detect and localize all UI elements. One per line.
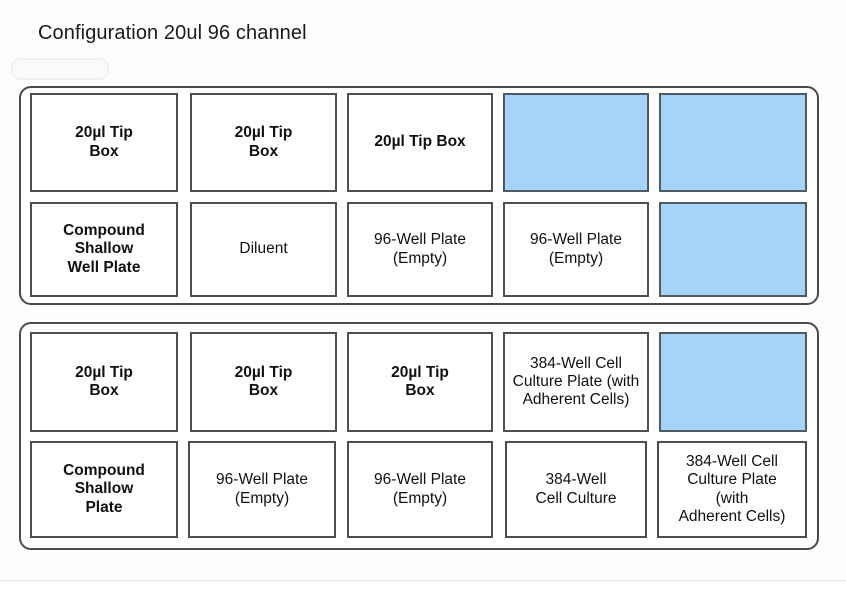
deck-1-row-1-slot-1[interactable]: 20µl Tip Box	[30, 93, 178, 192]
slot-label: 20µl Tip Box	[391, 363, 449, 399]
deck-1-row-2-slot-4[interactable]: 96-Well Plate (Empty)	[503, 202, 649, 297]
slot-label: 96-Well Plate (Empty)	[374, 471, 466, 507]
deck-2-row-2-slot-2[interactable]: 96-Well Plate (Empty)	[188, 441, 336, 538]
bottom-divider	[0, 580, 846, 581]
slot-label: 96-Well Plate (Empty)	[530, 231, 622, 267]
slot-label: 20µl Tip Box	[234, 363, 293, 399]
deck-1-row-2-slot-1[interactable]: Compound Shallow Well Plate	[30, 202, 178, 297]
deck-1-row-1-slot-2[interactable]: 20µl Tip Box	[190, 93, 337, 192]
slot-label: 384-Well Cell Culture Plate (with Adhere…	[678, 452, 786, 525]
deck-1-row-2-slot-2[interactable]: Diluent	[190, 202, 337, 297]
deck-2-row-2-slot-4[interactable]: 384-Well Cell Culture	[505, 441, 647, 538]
deck-2-row-2-slot-5[interactable]: 384-Well Cell Culture Plate (with Adhere…	[657, 441, 807, 538]
deck-1-row-2-slot-3[interactable]: 96-Well Plate (Empty)	[347, 202, 493, 297]
deck-1-row-1-slot-4-empty-highlight[interactable]	[503, 93, 649, 192]
slot-label: 384-Well Cell Culture	[535, 471, 617, 507]
ghost-deck-outline	[11, 58, 109, 80]
deck-2-row-1-slot-5-empty-highlight[interactable]	[659, 332, 807, 432]
page-title: Configuration 20ul 96 channel	[38, 22, 307, 44]
deck-2-row-1-slot-2[interactable]: 20µl Tip Box	[190, 332, 337, 432]
deck-2-row-2-slot-1[interactable]: Compound Shallow Plate	[30, 441, 178, 538]
slot-label: 384-Well Cell Culture Plate (with Adhere…	[512, 354, 640, 409]
deck-2-row-1-slot-4[interactable]: 384-Well Cell Culture Plate (with Adhere…	[503, 332, 649, 432]
slot-label: 20µl Tip Box	[75, 124, 133, 160]
deck-2-row-2-slot-3[interactable]: 96-Well Plate (Empty)	[347, 441, 493, 538]
slot-label: 20µl Tip Box	[374, 133, 466, 151]
deck-2-row-1-slot-3[interactable]: 20µl Tip Box	[347, 332, 493, 432]
slot-label: 20µl Tip Box	[234, 124, 293, 160]
deck-1-row-1-slot-5-empty-highlight[interactable]	[659, 93, 807, 192]
slot-label: Compound Shallow Plate	[63, 462, 145, 516]
slot-label: Diluent	[239, 240, 288, 258]
deck-1-row-2-slot-5-empty-highlight[interactable]	[659, 202, 807, 297]
slot-label: 96-Well Plate (Empty)	[216, 471, 308, 507]
slot-label: Compound Shallow Well Plate	[63, 222, 145, 276]
slot-label: 96-Well Plate (Empty)	[374, 231, 466, 267]
slot-label: 20µl Tip Box	[75, 363, 133, 399]
deck-1-row-1-slot-3[interactable]: 20µl Tip Box	[347, 93, 493, 192]
deck-2-row-1-slot-1[interactable]: 20µl Tip Box	[30, 332, 178, 432]
